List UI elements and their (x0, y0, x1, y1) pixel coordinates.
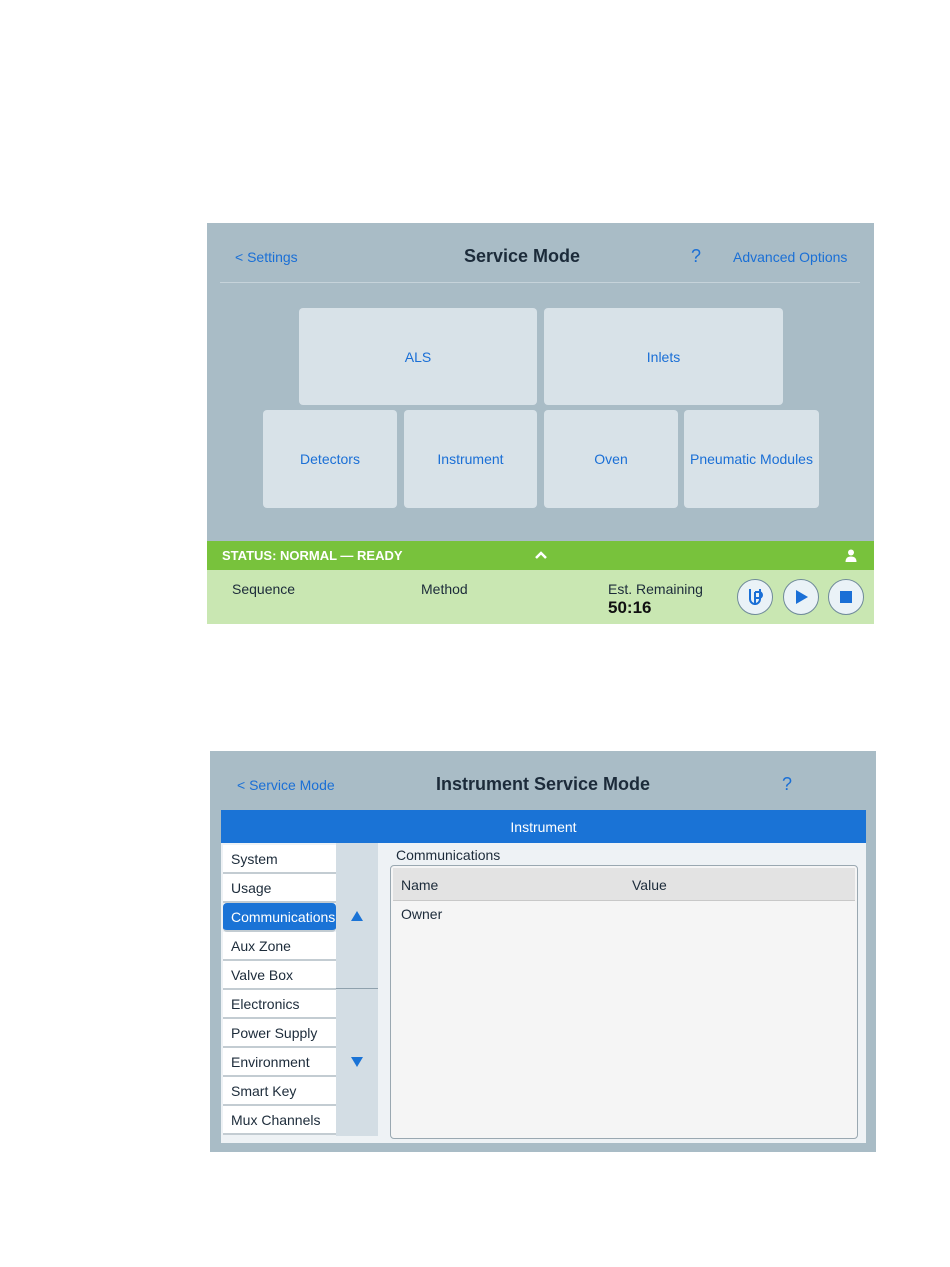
nav-item-label: Smart Key (231, 1082, 297, 1099)
stop-run-button[interactable] (828, 579, 864, 615)
column-header-name: Name (401, 877, 439, 893)
play-icon (796, 590, 808, 604)
back-to-service-mode-link[interactable]: < Service Mode (237, 777, 335, 793)
nav-item-electronics[interactable]: Electronics (223, 990, 336, 1019)
scroll-down-button[interactable] (336, 989, 378, 1135)
tile-als-label: ALS (404, 348, 432, 365)
nav-item-label: Usage (231, 879, 272, 896)
section-bar-label: Instrument (510, 818, 577, 835)
service-mode-screen: < Settings Service Mode ? Advanced Optio… (207, 223, 874, 624)
sequence-label: Sequence (232, 581, 296, 597)
header-divider (220, 282, 860, 283)
tile-inlets-label: Inlets (646, 348, 681, 365)
page-title: Service Mode (463, 246, 581, 266)
tile-oven[interactable]: Oven (544, 410, 678, 508)
prep-run-button[interactable] (737, 579, 773, 615)
column-header-value: Value (632, 877, 667, 893)
tile-detectors[interactable]: Detectors (263, 410, 397, 508)
nav-item-aux-zone[interactable]: Aux Zone (223, 932, 336, 961)
method-label: Method (421, 581, 468, 597)
tile-inlets[interactable]: Inlets (544, 308, 783, 405)
advanced-options-link[interactable]: Advanced Options (733, 249, 848, 265)
stop-icon (840, 591, 852, 603)
page-title: Instrument Service Mode (435, 774, 651, 794)
prep-run-icon (749, 589, 763, 605)
user-icon[interactable] (845, 549, 857, 562)
content-title: Communications (396, 847, 501, 863)
nav-item-label: Mux Channels (231, 1111, 321, 1128)
tile-als[interactable]: ALS (299, 308, 537, 405)
nav-scroller (336, 843, 378, 1136)
status-bar: STATUS: NORMAL — READY (207, 541, 874, 570)
scroll-up-button[interactable] (336, 843, 378, 989)
instrument-service-mode-screen: < Service Mode Instrument Service Mode ?… (210, 751, 876, 1152)
table-header: Name Value (393, 868, 855, 901)
tile-instrument-label: Instrument (437, 451, 504, 467)
triangle-up-icon (351, 910, 363, 921)
tile-instrument[interactable]: Instrument (404, 410, 537, 508)
est-remaining-label: Est. Remaining (608, 581, 703, 597)
est-remaining-value: 50:16 (608, 598, 652, 617)
nav-item-label: Aux Zone (231, 937, 291, 954)
nav-item-label: Electronics (231, 995, 300, 1012)
tile-pneumatic-modules[interactable]: Pneumatic Modules (684, 410, 819, 508)
nav-item-label: System (231, 850, 278, 867)
nav-item-label: Valve Box (231, 966, 293, 983)
help-icon[interactable]: ? (691, 246, 702, 266)
nav-item-label: Communications (231, 908, 336, 925)
nav-item-system[interactable]: System (223, 845, 336, 874)
nav-item-usage[interactable]: Usage (223, 874, 336, 903)
status-text: STATUS: NORMAL — READY (222, 548, 403, 563)
triangle-down-icon (351, 1057, 363, 1067)
nav-list: System Usage Communications Aux Zone Val… (223, 845, 336, 1135)
run-info-bar: Sequence Method Est. Remaining 50:16 (207, 570, 874, 624)
expand-status-icon[interactable] (534, 547, 548, 565)
tile-oven-label: Oven (594, 451, 628, 467)
help-icon[interactable]: ? (782, 774, 793, 794)
header: < Settings Service Mode ? Advanced Optio… (207, 223, 874, 283)
nav-item-valve-box[interactable]: Valve Box (223, 961, 336, 990)
nav-item-communications[interactable]: Communications (223, 903, 336, 932)
nav-item-smart-key[interactable]: Smart Key (223, 1077, 336, 1106)
nav-item-environment[interactable]: Environment (223, 1048, 336, 1077)
instrument-body: System Usage Communications Aux Zone Val… (221, 843, 866, 1143)
nav-item-label: Power Supply (231, 1024, 318, 1041)
table-row[interactable]: Owner (401, 906, 443, 922)
tile-detectors-label: Detectors (300, 451, 360, 467)
settings-table: Name Value Owner (390, 865, 858, 1139)
start-run-button[interactable] (783, 579, 819, 615)
tile-pneumatic-modules-label: Pneumatic Modules (690, 451, 813, 467)
nav-item-label: Environment (231, 1053, 310, 1070)
content-pane: Communications Name Value Owner (387, 843, 864, 1140)
section-bar: Instrument (221, 810, 866, 843)
back-to-settings-link[interactable]: < Settings (235, 249, 298, 265)
nav-item-mux-channels[interactable]: Mux Channels (223, 1106, 336, 1135)
nav-item-power-supply[interactable]: Power Supply (223, 1019, 336, 1048)
